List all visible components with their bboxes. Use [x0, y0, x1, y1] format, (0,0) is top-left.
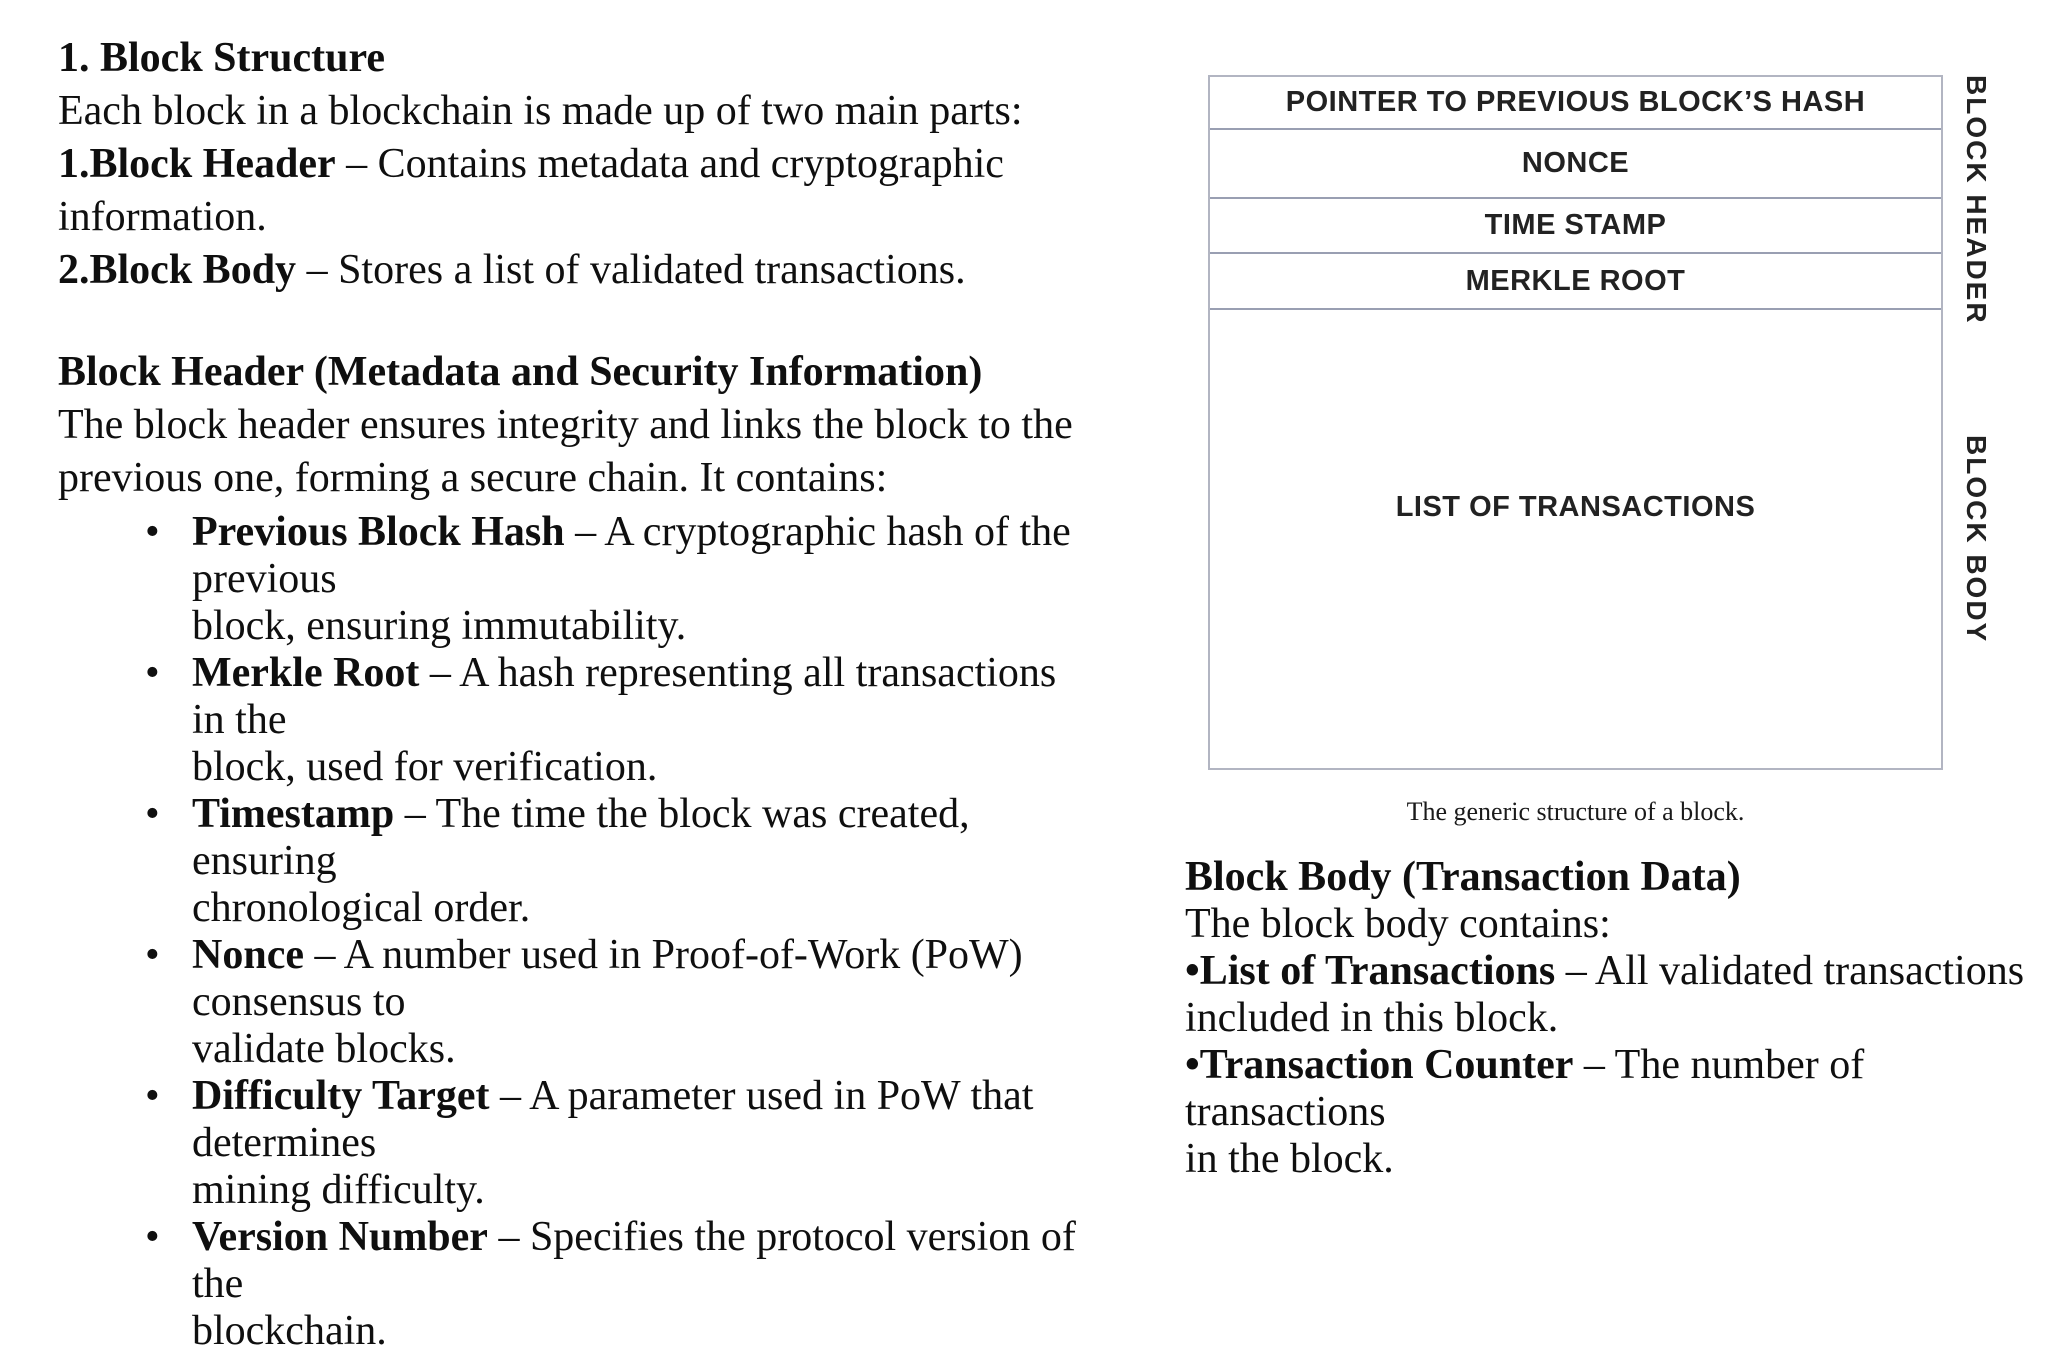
- diagram-body-label: LIST OF TRANSACTIONS: [1395, 490, 1756, 523]
- intro-paragraph: Each block in a blockchain is made up of…: [58, 88, 1023, 134]
- block-structure-diagram: POINTER TO PREVIOUS BLOCK’S HASH NONCE T…: [1208, 75, 1943, 770]
- list-item-transaction-counter: •Transaction Counter – The number of tra…: [1185, 1042, 2048, 1183]
- header-fields-bullet-list: • Previous Block Hash – A cryptographic h…: [58, 509, 1078, 1355]
- numbered-item-block-header: 1.Block Header – Contains metadata and c…: [58, 138, 1078, 244]
- bullet-term: •Transaction Counter: [1185, 1042, 1574, 1088]
- block-header-side-label: BLOCK HEADER: [1961, 75, 1992, 325]
- block-body-heading: Block Body (Transaction Data): [1185, 854, 1741, 900]
- block-body-side-label: BLOCK BODY: [1961, 434, 1992, 644]
- bullet-term: Nonce: [192, 932, 304, 978]
- bullet-icon: •: [145, 791, 160, 837]
- block-body-section: Block Body (Transaction Data) The block …: [1185, 854, 2048, 1183]
- bullet-icon: •: [145, 650, 160, 696]
- diagram-row-nonce: NONCE: [1210, 130, 1941, 199]
- diagram-caption: The generic structure of a block.: [1406, 797, 1745, 826]
- diagram-row-pointer: POINTER TO PREVIOUS BLOCK’S HASH: [1210, 77, 1941, 130]
- numbered-item-term: 2.Block Body: [58, 247, 297, 293]
- list-item-list-of-transactions: •List of Transactions – All validated tr…: [1185, 948, 2048, 1042]
- bullet-desc: – A cryptographic hash of the previous b…: [192, 509, 1071, 649]
- bullet-desc: – A hash representing all transactions i…: [192, 650, 1057, 790]
- section-heading: 1. Block Structure: [58, 35, 386, 81]
- list-item-version-number: •Version Number – Specifies the protocol…: [58, 1214, 1078, 1355]
- bullet-desc: – The time the block was created, ensuri…: [192, 791, 970, 931]
- diagram-row-merkle-root: MERKLE ROOT: [1210, 254, 1941, 310]
- bullet-term: Timestamp: [192, 791, 395, 837]
- subsection-intro: The block header ensures integrity and l…: [58, 402, 1073, 501]
- bullet-desc: – All validated transactions included in…: [1185, 948, 2025, 1041]
- bullet-term: Difficulty Target: [192, 1073, 490, 1119]
- bullet-term: •List of Transactions: [1185, 948, 1556, 994]
- list-item-merkle-root: • Merkle Root – A hash representing all t…: [58, 650, 1078, 791]
- numbered-item-block-body: 2.Block Body – Stores a list of validate…: [58, 244, 1078, 297]
- list-item-difficulty-target: •Difficulty Target – A parameter used in…: [58, 1073, 1078, 1214]
- numbered-item-desc: – Contains metadata and cryptographic in…: [58, 141, 1004, 240]
- subsection-heading: Block Header (Metadata and Security Info…: [58, 349, 983, 395]
- bullet-term: Previous Block Hash: [192, 509, 565, 555]
- bullet-icon: •: [145, 932, 160, 978]
- bullet-desc: – A number used in Proof-of-Work (PoW) c…: [192, 932, 1023, 1072]
- block-body-intro: The block body contains:: [1185, 901, 1611, 947]
- left-column: 1. Block Structure Each block in a block…: [58, 32, 1078, 1355]
- diagram-row-timestamp: TIME STAMP: [1210, 199, 1941, 254]
- numbered-item-desc: – Stores a list of validated transaction…: [296, 247, 966, 293]
- list-item-previous-block-hash: • Previous Block Hash – A cryptographic h…: [58, 509, 1078, 650]
- list-item-timestamp: • Timestamp – The time the block was crea…: [58, 791, 1078, 932]
- bullet-icon: •: [145, 1073, 160, 1119]
- bullet-icon: •: [145, 1214, 160, 1260]
- document-page: { "page": { "background": "#ffffff", "te…: [58, 35, 2025, 1354]
- list-item-nonce: • Nonce – A number used in Proof-of-Work …: [58, 932, 1078, 1073]
- bullet-term: Merkle Root: [192, 650, 420, 696]
- diagram-body-region: LIST OF TRANSACTIONS: [1210, 310, 1941, 768]
- numbered-item-term: 1.Block Header: [58, 141, 336, 187]
- bullet-icon: •: [145, 509, 160, 555]
- bullet-term: Version Number: [192, 1214, 488, 1260]
